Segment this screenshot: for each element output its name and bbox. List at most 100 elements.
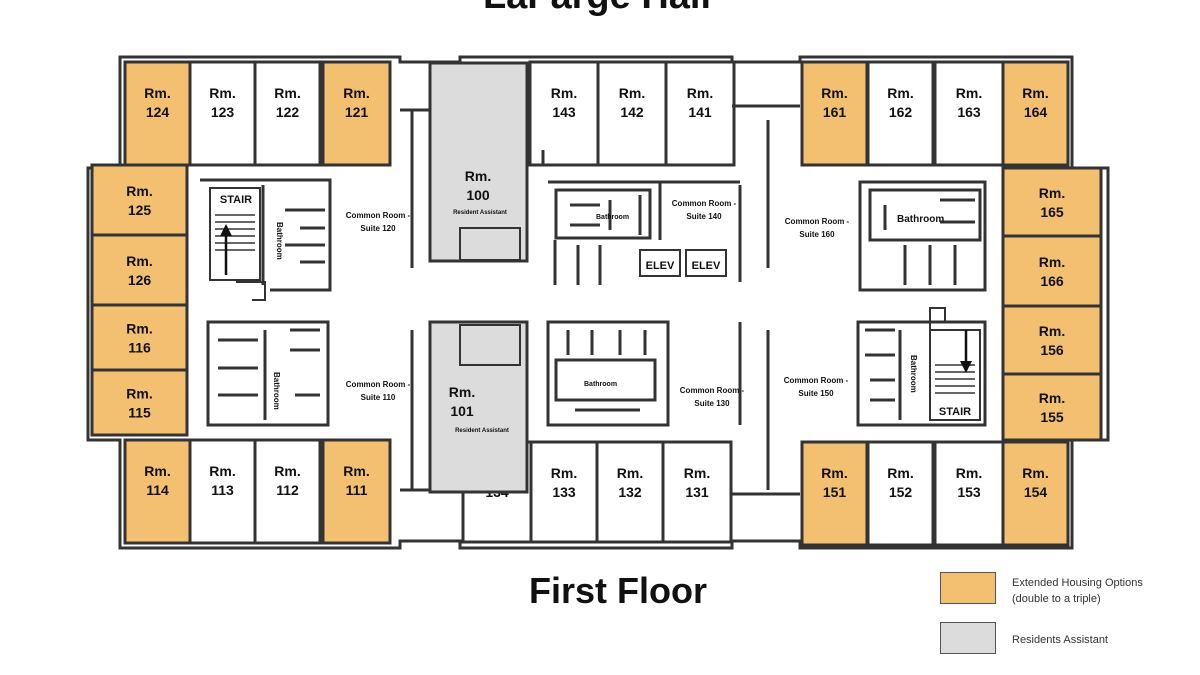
ra-room-100[interactable]: Rm. 100 Resident Assistant xyxy=(428,61,529,263)
common-room-140-suite: Suite 140 xyxy=(686,212,722,221)
elevator-label: ELEV xyxy=(646,260,675,272)
room-number: 154 xyxy=(1024,484,1048,500)
room-132[interactable]: Rm.132 xyxy=(595,440,665,544)
bathroom-120: Bathroom xyxy=(275,222,284,260)
room-151[interactable]: Rm.151 xyxy=(800,440,869,547)
common-room-110-suite: Suite 110 xyxy=(361,393,396,402)
room-162[interactable]: Rm.162 xyxy=(866,60,935,167)
room-prefix: Rm. xyxy=(887,85,913,101)
bathroom-150: Bathroom xyxy=(909,355,918,393)
room-126[interactable]: Rm. 126 xyxy=(90,233,189,307)
room-prefix: Rm. xyxy=(343,463,369,479)
room-143[interactable]: Rm.143 xyxy=(528,60,600,167)
common-room-110: Common Room - xyxy=(346,380,411,389)
room-142[interactable]: Rm. 142 xyxy=(596,60,668,167)
room-shape xyxy=(933,60,1005,167)
ra-room-101[interactable]: Rm. 101 Resident Assistant xyxy=(428,320,529,494)
room-number: 116 xyxy=(128,340,151,356)
legend-extended-line2: (double to a triple) xyxy=(1012,593,1101,605)
room-165[interactable]: Rm.165 xyxy=(1001,166,1103,238)
arrow-up-icon xyxy=(220,224,232,275)
room-153[interactable]: Rm.153 xyxy=(933,440,1005,547)
room-prefix: Rm. xyxy=(1039,185,1065,201)
room-shape xyxy=(1001,304,1103,376)
room-prefix: Rm. xyxy=(126,321,152,337)
room-111[interactable]: Rm. 111 xyxy=(321,438,392,545)
room-prefix: Rm. xyxy=(274,463,300,479)
room-number: 142 xyxy=(620,104,644,120)
room-number: 161 xyxy=(823,104,847,120)
room-152[interactable]: Rm.152 xyxy=(866,440,935,547)
room-shape xyxy=(253,60,322,167)
room-133[interactable]: Rm.133 xyxy=(529,440,599,544)
room-122[interactable]: Rm.122 xyxy=(253,60,322,167)
room-prefix: Rm. xyxy=(449,384,475,400)
room-124[interactable]: Rm.124 xyxy=(123,60,192,167)
room-121[interactable]: Rm.121 xyxy=(321,60,392,167)
room-number: 101 xyxy=(450,403,474,419)
room-prefix: Rm. xyxy=(1022,465,1048,481)
common-room-140: Common Room - xyxy=(672,199,737,208)
room-shape xyxy=(321,438,392,545)
elevator-1[interactable]: ELEV xyxy=(639,249,681,277)
rooms-layer: Rm.124Rm.123Rm.122Rm.121Rm.143Rm.142Rm.1… xyxy=(90,60,1103,547)
room-prefix: Rm. xyxy=(1039,254,1065,270)
room-prefix: Rm. xyxy=(619,85,645,101)
room-number: 111 xyxy=(346,482,368,498)
room-115[interactable]: Rm.115 xyxy=(90,368,189,437)
legend-swatch-ra xyxy=(940,622,996,654)
room-number: 166 xyxy=(1040,273,1064,289)
stair-label: STAIR xyxy=(939,406,971,418)
room-prefix: Rm. xyxy=(343,85,369,101)
room-prefix: Rm. xyxy=(274,85,300,101)
room-shape xyxy=(1001,234,1103,308)
room-prefix: Rm. xyxy=(126,183,152,199)
room-number: 113 xyxy=(211,482,234,498)
room-prefix: Rm. xyxy=(1022,85,1048,101)
room-number: 126 xyxy=(128,272,152,288)
stair-west[interactable]: STAIR xyxy=(209,187,266,301)
room-prefix: Rm. xyxy=(144,85,170,101)
room-shape xyxy=(90,233,189,307)
room-prefix: Rm. xyxy=(617,465,643,481)
room-123[interactable]: Rm.123 xyxy=(188,60,257,167)
room-163[interactable]: Rm.163 xyxy=(933,60,1005,167)
room-164[interactable]: Rm.164 xyxy=(1001,60,1070,167)
room-number: 151 xyxy=(823,484,847,500)
room-number: 123 xyxy=(211,104,235,120)
room-141[interactable]: Rm.141 xyxy=(664,60,736,167)
ra-sublabel: Resident Assistant xyxy=(453,210,507,216)
room-prefix: Rm. xyxy=(956,465,982,481)
room-shape xyxy=(866,440,935,547)
room-112[interactable]: Rm.112 xyxy=(253,438,322,545)
room-154[interactable]: Rm. 154 xyxy=(1001,440,1070,547)
ra-sublabel: Resident Assistant xyxy=(455,428,509,434)
arrow-down-icon xyxy=(960,330,972,373)
room-shape xyxy=(90,303,189,372)
room-113[interactable]: Rm.113 xyxy=(188,438,257,545)
room-166[interactable]: Rm. 166 xyxy=(1001,234,1103,308)
building-outline xyxy=(86,55,1110,550)
room-shape xyxy=(1001,166,1103,238)
room-shape xyxy=(188,60,257,167)
bathroom-160: Bathroom xyxy=(897,214,944,225)
room-shape xyxy=(933,440,1005,547)
stair-east[interactable]: STAIR xyxy=(929,307,981,421)
room-prefix: Rm. xyxy=(126,253,152,269)
room-shape xyxy=(90,368,189,437)
room-number: 125 xyxy=(128,202,152,218)
room-number: 131 xyxy=(685,484,709,500)
room-number: 152 xyxy=(889,484,913,500)
room-156[interactable]: Rm.156 xyxy=(1001,304,1103,376)
bathroom-labels: Bathroom Bathroom Bathroom Bathroom Bath… xyxy=(272,214,944,410)
room-125[interactable]: Rm. 125 xyxy=(90,163,189,237)
legend-swatch-extended xyxy=(940,572,996,604)
room-155[interactable]: Rm.155 xyxy=(1001,372,1103,442)
elevator-2[interactable]: ELEV xyxy=(685,249,727,277)
room-161[interactable]: Rm.161 xyxy=(800,60,869,167)
room-116[interactable]: Rm. 116 xyxy=(90,303,189,372)
room-131[interactable]: Rm.131 xyxy=(661,440,733,544)
room-114[interactable]: Rm.114 xyxy=(123,438,192,545)
room-number: 141 xyxy=(688,104,712,120)
